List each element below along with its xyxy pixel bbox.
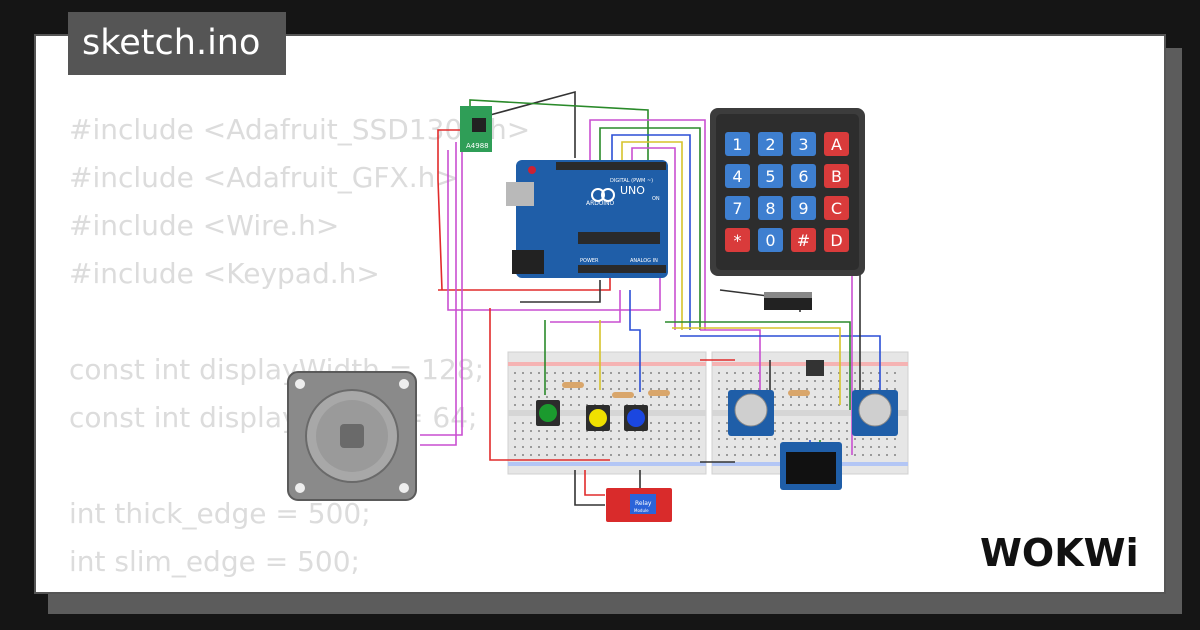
wokwi-logo-text: WOKWi (980, 531, 1139, 575)
code-line: #include <Adafruit_GFX.h> (69, 161, 459, 194)
keypad-key[interactable]: D (824, 228, 849, 252)
stepper-motor[interactable] (287, 371, 417, 501)
keypad-key[interactable]: A (824, 132, 849, 156)
resistors (562, 382, 810, 398)
keypad-key[interactable]: 0 (758, 228, 783, 252)
wokwi-logo: WOKWi (978, 528, 1150, 578)
keypad-key[interactable]: 3 (791, 132, 816, 156)
keypad-key[interactable]: 2 (758, 132, 783, 156)
potentiometer-right[interactable] (852, 390, 898, 436)
keypad-key[interactable]: 8 (758, 196, 783, 220)
keypad-key-label: A (831, 135, 842, 154)
arduino-digital-label: DIGITAL (PWM ~) (610, 178, 653, 184)
arduino-on-label: ON (652, 196, 660, 202)
keypad-key-label: 0 (765, 231, 775, 250)
stepper-driver-module[interactable]: A4988 (460, 106, 492, 152)
code-line: #include <Wire.h> (69, 209, 340, 242)
pushbutton-blue[interactable] (624, 405, 648, 431)
keypad-key-label: 5 (765, 167, 775, 186)
keypad-key[interactable]: * (725, 228, 750, 252)
oled-display[interactable] (780, 442, 842, 490)
keypad-key-label: 7 (732, 199, 742, 218)
keypad-key[interactable]: 4 (725, 164, 750, 188)
code-line: int slim_edge = 500; (69, 545, 360, 578)
code-line: int thick_edge = 500; (69, 497, 371, 530)
keypad-key[interactable]: 6 (791, 164, 816, 188)
keypad-key[interactable]: 5 (758, 164, 783, 188)
arduino-brand: UNO (620, 184, 645, 197)
keypad-4x4[interactable]: 1 2 3 A 4 5 6 B 7 8 9 C * 0 # D (710, 108, 865, 310)
keypad-key-label: 1 (732, 135, 742, 154)
slide-switch[interactable] (806, 360, 824, 376)
keypad-key[interactable]: C (824, 196, 849, 220)
keypad-key-label: 2 (765, 135, 775, 154)
arduino-analog-label: ANALOG IN (630, 258, 658, 264)
keypad-key-label: # (797, 231, 810, 250)
keypad-key-label: 9 (798, 199, 808, 218)
arduino-power-label: POWER (580, 258, 599, 264)
keypad-key[interactable]: # (791, 228, 816, 252)
pushbutton-yellow[interactable] (586, 405, 610, 431)
keypad-key-label: 6 (798, 167, 808, 186)
pushbutton-green[interactable] (536, 400, 560, 426)
keypad-key[interactable]: 1 (725, 132, 750, 156)
potentiometer-left[interactable] (728, 390, 774, 436)
keypad-key-label: B (831, 167, 842, 186)
relay-label: Relay (635, 500, 652, 507)
driver-label: A4988 (466, 142, 489, 150)
keypad-key[interactable]: B (824, 164, 849, 188)
arduino-uno-board[interactable]: UNO ARDUINO DIGITAL (PWM ~) ANALOG IN PO… (506, 160, 668, 278)
keypad-key-label: 8 (765, 199, 775, 218)
relay-sub: Module (634, 508, 649, 513)
file-tab[interactable]: sketch.ino (68, 12, 286, 75)
keypad-key-label: * (734, 231, 742, 250)
keypad-key[interactable]: 7 (725, 196, 750, 220)
keypad-key[interactable]: 9 (791, 196, 816, 220)
arduino-sub: ARDUINO (586, 200, 615, 207)
keypad-key-label: C (831, 199, 842, 218)
keypad-key-label: D (830, 231, 842, 250)
keypad-key-label: 3 (798, 135, 808, 154)
keypad-key-label: 4 (732, 167, 742, 186)
relay-module[interactable]: Relay Module (606, 488, 672, 522)
code-line: #include <Keypad.h> (69, 257, 380, 290)
